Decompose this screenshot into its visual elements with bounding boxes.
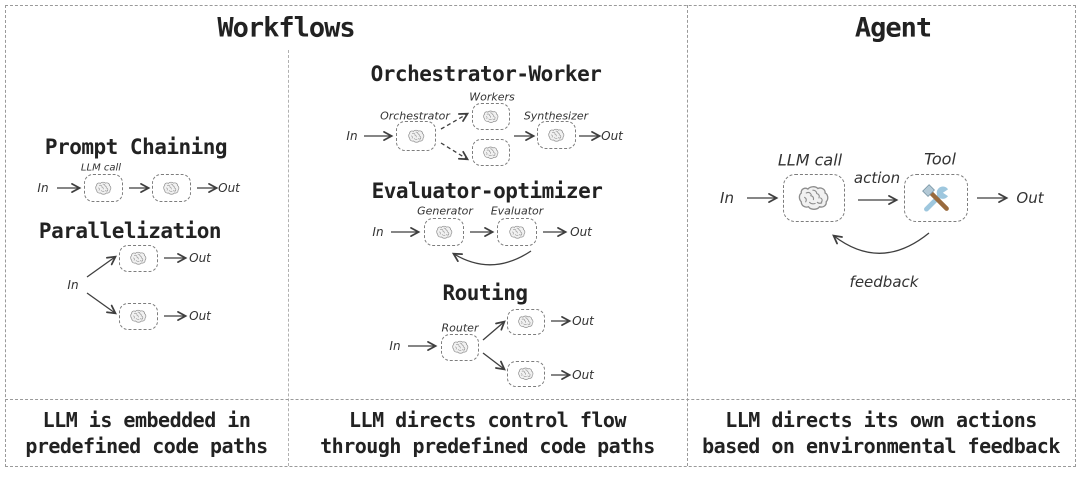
action-label: action <box>853 169 901 187</box>
out-label: Out <box>570 225 592 239</box>
out-label: Out <box>1016 189 1044 207</box>
section-title: Orchestrator-Worker <box>370 62 602 86</box>
evaluator-label: Evaluator <box>490 204 544 218</box>
brain-icon <box>407 128 426 145</box>
llm-node <box>119 303 158 330</box>
brain-icon <box>517 314 535 330</box>
in-label: In <box>67 278 79 292</box>
generator-label: Generator <box>417 204 473 218</box>
caption-line: LLM directs control flow <box>349 407 626 432</box>
section-title: Parallelization <box>38 219 222 243</box>
brain-icon <box>435 224 454 241</box>
caption-workflows-left: LLM is embedded in predefined code paths <box>5 399 288 466</box>
out-label: Out <box>601 129 623 143</box>
caption-line: based on environmental feedback <box>702 433 1060 458</box>
out-label: Out <box>189 309 211 323</box>
hammer-wrench-icon <box>919 181 953 215</box>
brain-icon <box>129 250 148 267</box>
llm-call-label: LLM call <box>777 150 843 170</box>
worker-node <box>472 139 510 166</box>
section-title: Prompt Chaining <box>44 135 228 159</box>
tool-node <box>904 174 968 222</box>
caption-workflows-mid: LLM directs control flow through predefi… <box>288 399 687 466</box>
orchestrator-node <box>396 121 436 151</box>
in-label: In <box>372 225 384 239</box>
route-node <box>507 309 545 335</box>
llm-node <box>119 245 158 272</box>
feedback-label: feedback <box>849 273 919 291</box>
in-label: In <box>37 181 49 195</box>
workflows-panel-title: Workflows <box>217 12 355 44</box>
agent-panel-title: Agent <box>854 12 932 44</box>
caption-line: predefined code paths <box>25 433 268 458</box>
section-title: Routing <box>442 281 528 305</box>
brain-icon <box>482 109 500 125</box>
caption-line: LLM directs its own actions <box>725 407 1037 432</box>
llm-call-label: LLM call <box>80 162 122 174</box>
out-label: Out <box>189 251 211 265</box>
llm-node <box>84 174 123 202</box>
router-label: Router <box>441 321 479 335</box>
brain-icon <box>129 308 148 325</box>
out-label: Out <box>572 368 594 382</box>
workflows-agent-divider <box>687 5 688 466</box>
router-node <box>441 334 479 361</box>
llm-node <box>783 174 845 222</box>
brain-icon <box>482 145 500 161</box>
brain-icon <box>517 366 535 382</box>
brain-icon <box>94 180 113 197</box>
tool-label: Tool <box>924 149 956 169</box>
llm-node <box>152 174 191 202</box>
in-label: In <box>346 129 358 143</box>
caption-line: LLM is embedded in <box>42 407 251 432</box>
caption-line: through predefined code paths <box>320 433 655 458</box>
worker-node <box>472 103 510 130</box>
brain-icon <box>451 339 470 356</box>
synthesizer-node <box>537 121 576 149</box>
in-label: In <box>389 339 401 353</box>
caption-agent: LLM directs its own actions based on env… <box>687 399 1075 466</box>
route-node <box>507 361 545 387</box>
brain-icon <box>508 224 527 241</box>
section-title: Evaluator-optimizer <box>371 179 603 203</box>
synthesizer-label: Synthesizer <box>523 109 589 123</box>
orchestrator-label: Orchestrator <box>380 109 450 123</box>
out-label: Out <box>572 314 594 328</box>
brain-icon <box>796 183 832 214</box>
in-label: In <box>720 189 734 207</box>
generator-node <box>424 218 464 246</box>
brain-icon <box>162 180 181 197</box>
brain-icon <box>547 127 566 144</box>
evaluator-node <box>497 218 537 246</box>
out-label: Out <box>218 181 240 195</box>
workers-label: Workers <box>469 90 515 104</box>
